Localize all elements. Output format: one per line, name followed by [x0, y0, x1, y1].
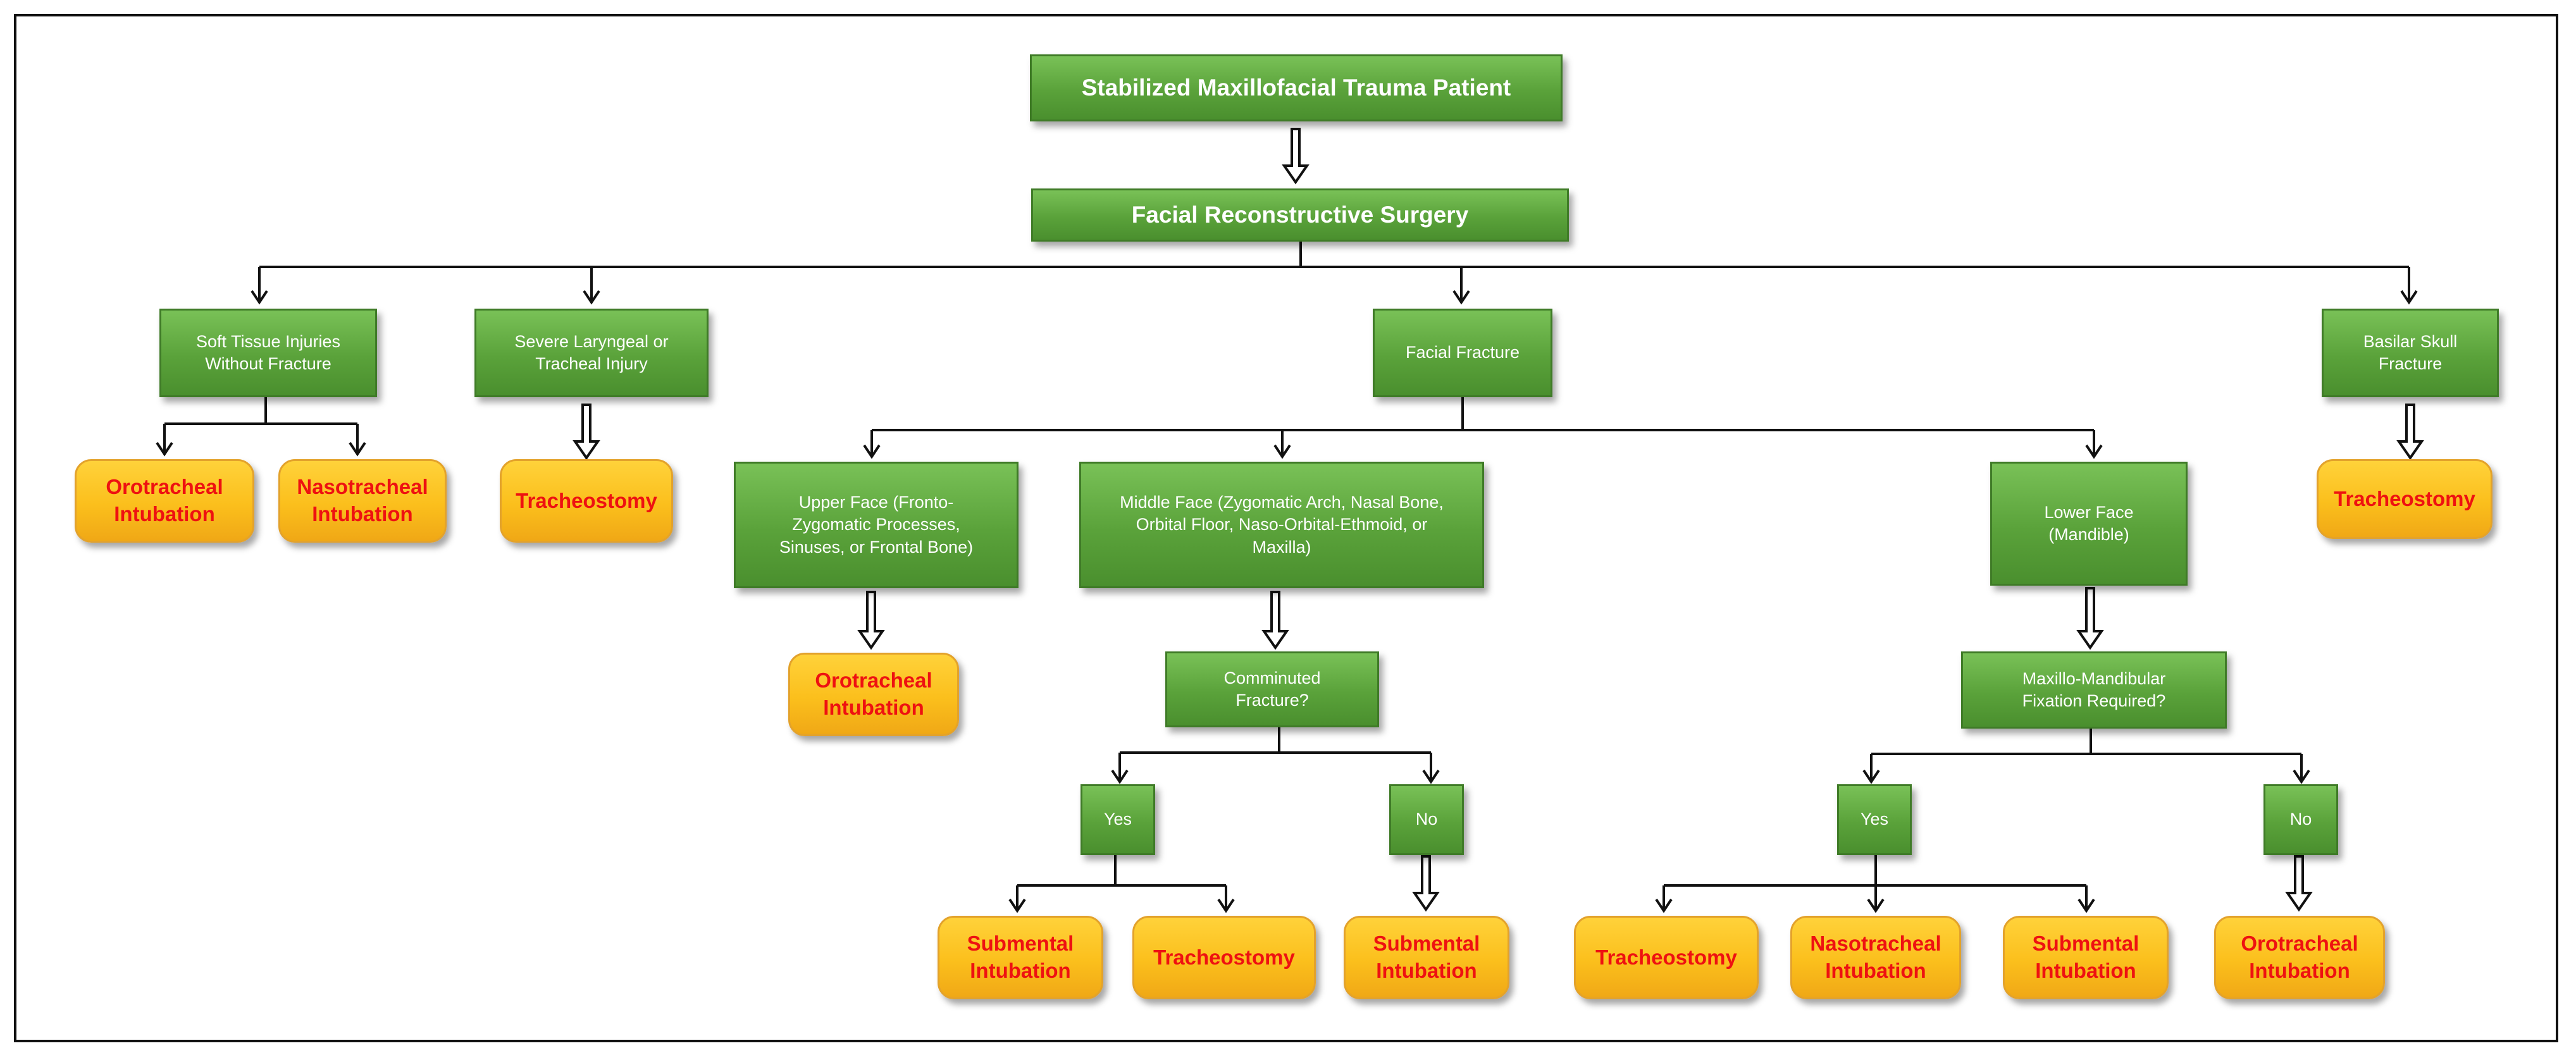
- node-basilar: Basilar Skull Fracture: [2322, 309, 2499, 397]
- node-upper-face: Upper Face (Fronto- Zygomatic Processes,…: [734, 462, 1019, 588]
- outcome-mid-yes-tracheostomy-label: Tracheostomy: [1153, 945, 1295, 969]
- outcome-upper-orotracheal-label: Orotracheal Intubation: [815, 669, 932, 719]
- node-low-no-label: No: [2289, 810, 2312, 829]
- outcome-soft-nasotracheal: Nasotracheal Intubation: [278, 459, 447, 543]
- block-arrow-upper-face: [857, 591, 885, 650]
- outcome-low-yes-submental-label: Submental Intubation: [2032, 932, 2139, 982]
- node-middle-face-label: Middle Face (Zygomatic Arch, Nasal Bone,…: [1120, 493, 1444, 557]
- node-surgery: Facial Reconstructive Surgery: [1031, 188, 1569, 242]
- node-mid-yes: Yes: [1081, 784, 1155, 855]
- outcome-soft-orotracheal-label: Orotracheal Intubation: [106, 475, 223, 526]
- diagram-frame: [14, 14, 2558, 1042]
- outcome-low-yes-submental: Submental Intubation: [2003, 916, 2169, 999]
- tree-connector-facial-fracture: [863, 397, 2103, 459]
- node-lower-face-label: Lower Face (Mandible): [2044, 502, 2134, 544]
- outcome-low-yes-nasotracheal-label: Nasotracheal Intubation: [1810, 932, 1941, 982]
- node-laryngeal-label: Severe Laryngeal or Tracheal Injury: [514, 331, 669, 373]
- outcome-basilar-tracheostomy: Tracheostomy: [2317, 459, 2492, 539]
- node-mid-yes-label: Yes: [1103, 810, 1132, 829]
- outcome-upper-orotracheal: Orotracheal Intubation: [788, 653, 959, 736]
- node-mid-no: No: [1389, 784, 1464, 855]
- tree-connector-low-yes: [1655, 855, 2095, 913]
- block-arrow-basilar: [2396, 404, 2424, 460]
- node-upper-face-label: Upper Face (Fronto- Zygomatic Processes,…: [779, 493, 974, 557]
- node-low-no: No: [2263, 784, 2338, 855]
- node-surgery-label: Facial Reconstructive Surgery: [1131, 201, 1469, 228]
- node-comminuted-question-label: Comminuted Fracture?: [1223, 668, 1321, 710]
- outcome-low-yes-nasotracheal: Nasotracheal Intubation: [1790, 916, 1961, 999]
- outcome-low-no-orotracheal: Orotracheal Intubation: [2214, 916, 2385, 999]
- block-arrow-middle-face: [1261, 591, 1289, 650]
- node-lower-face: Lower Face (Mandible): [1990, 462, 2188, 586]
- tree-connector-mmf: [1862, 729, 2310, 784]
- node-mmf-question-label: Maxillo-Mandibular Fixation Required?: [2022, 669, 2166, 710]
- tree-connector-soft-tissue: [156, 397, 366, 457]
- outcome-mid-no-submental-label: Submental Intubation: [1373, 932, 1480, 982]
- tree-connector-surgery: [251, 242, 2418, 305]
- tree-connector-mid-yes: [1008, 855, 1235, 913]
- outcome-mid-no-submental: Submental Intubation: [1344, 916, 1509, 999]
- node-soft-tissue-label: Soft Tissue Injuries Without Fracture: [195, 331, 341, 373]
- node-soft-tissue: Soft Tissue Injuries Without Fracture: [159, 309, 377, 397]
- block-arrow-laryngeal: [573, 404, 600, 460]
- node-basilar-label: Basilar Skull Fracture: [2363, 331, 2458, 373]
- outcome-soft-nasotracheal-label: Nasotracheal Intubation: [297, 475, 428, 526]
- node-comminuted-question: Comminuted Fracture?: [1165, 651, 1379, 727]
- outcome-basilar-tracheostomy-label: Tracheostomy: [2334, 486, 2475, 510]
- node-facial-fracture-label: Facial Fracture: [1405, 343, 1520, 362]
- outcome-low-yes-tracheostomy: Tracheostomy: [1574, 916, 1759, 999]
- block-arrow-mid-no: [1412, 855, 1440, 912]
- outcome-mid-yes-submental-label: Submental Intubation: [967, 932, 1074, 982]
- node-root-label: Stabilized Maxillofacial Trauma Patient: [1081, 74, 1511, 101]
- outcome-mid-yes-submental: Submental Intubation: [938, 916, 1103, 999]
- node-middle-face: Middle Face (Zygomatic Arch, Nasal Bone,…: [1079, 462, 1484, 588]
- node-root: Stabilized Maxillofacial Trauma Patient: [1030, 54, 1563, 121]
- node-low-yes: Yes: [1837, 784, 1912, 855]
- node-mid-no-label: No: [1415, 810, 1438, 829]
- outcome-low-yes-tracheostomy-label: Tracheostomy: [1595, 945, 1737, 969]
- outcome-low-no-orotracheal-label: Orotracheal Intubation: [2241, 932, 2358, 982]
- node-low-yes-label: Yes: [1860, 810, 1889, 829]
- node-facial-fracture: Facial Fracture: [1373, 309, 1552, 397]
- outcome-mid-yes-tracheostomy: Tracheostomy: [1132, 916, 1316, 999]
- block-arrow-root-to-surgery: [1282, 128, 1310, 185]
- outcome-soft-orotracheal: Orotracheal Intubation: [75, 459, 254, 543]
- block-arrow-lower-face: [2076, 587, 2104, 650]
- outcome-laryngeal-tracheostomy-label: Tracheostomy: [516, 488, 657, 512]
- node-mmf-question: Maxillo-Mandibular Fixation Required?: [1961, 651, 2227, 729]
- tree-connector-comminuted: [1111, 727, 1440, 784]
- node-laryngeal: Severe Laryngeal or Tracheal Injury: [474, 309, 709, 397]
- block-arrow-low-no: [2285, 855, 2313, 912]
- outcome-laryngeal-tracheostomy: Tracheostomy: [500, 459, 673, 543]
